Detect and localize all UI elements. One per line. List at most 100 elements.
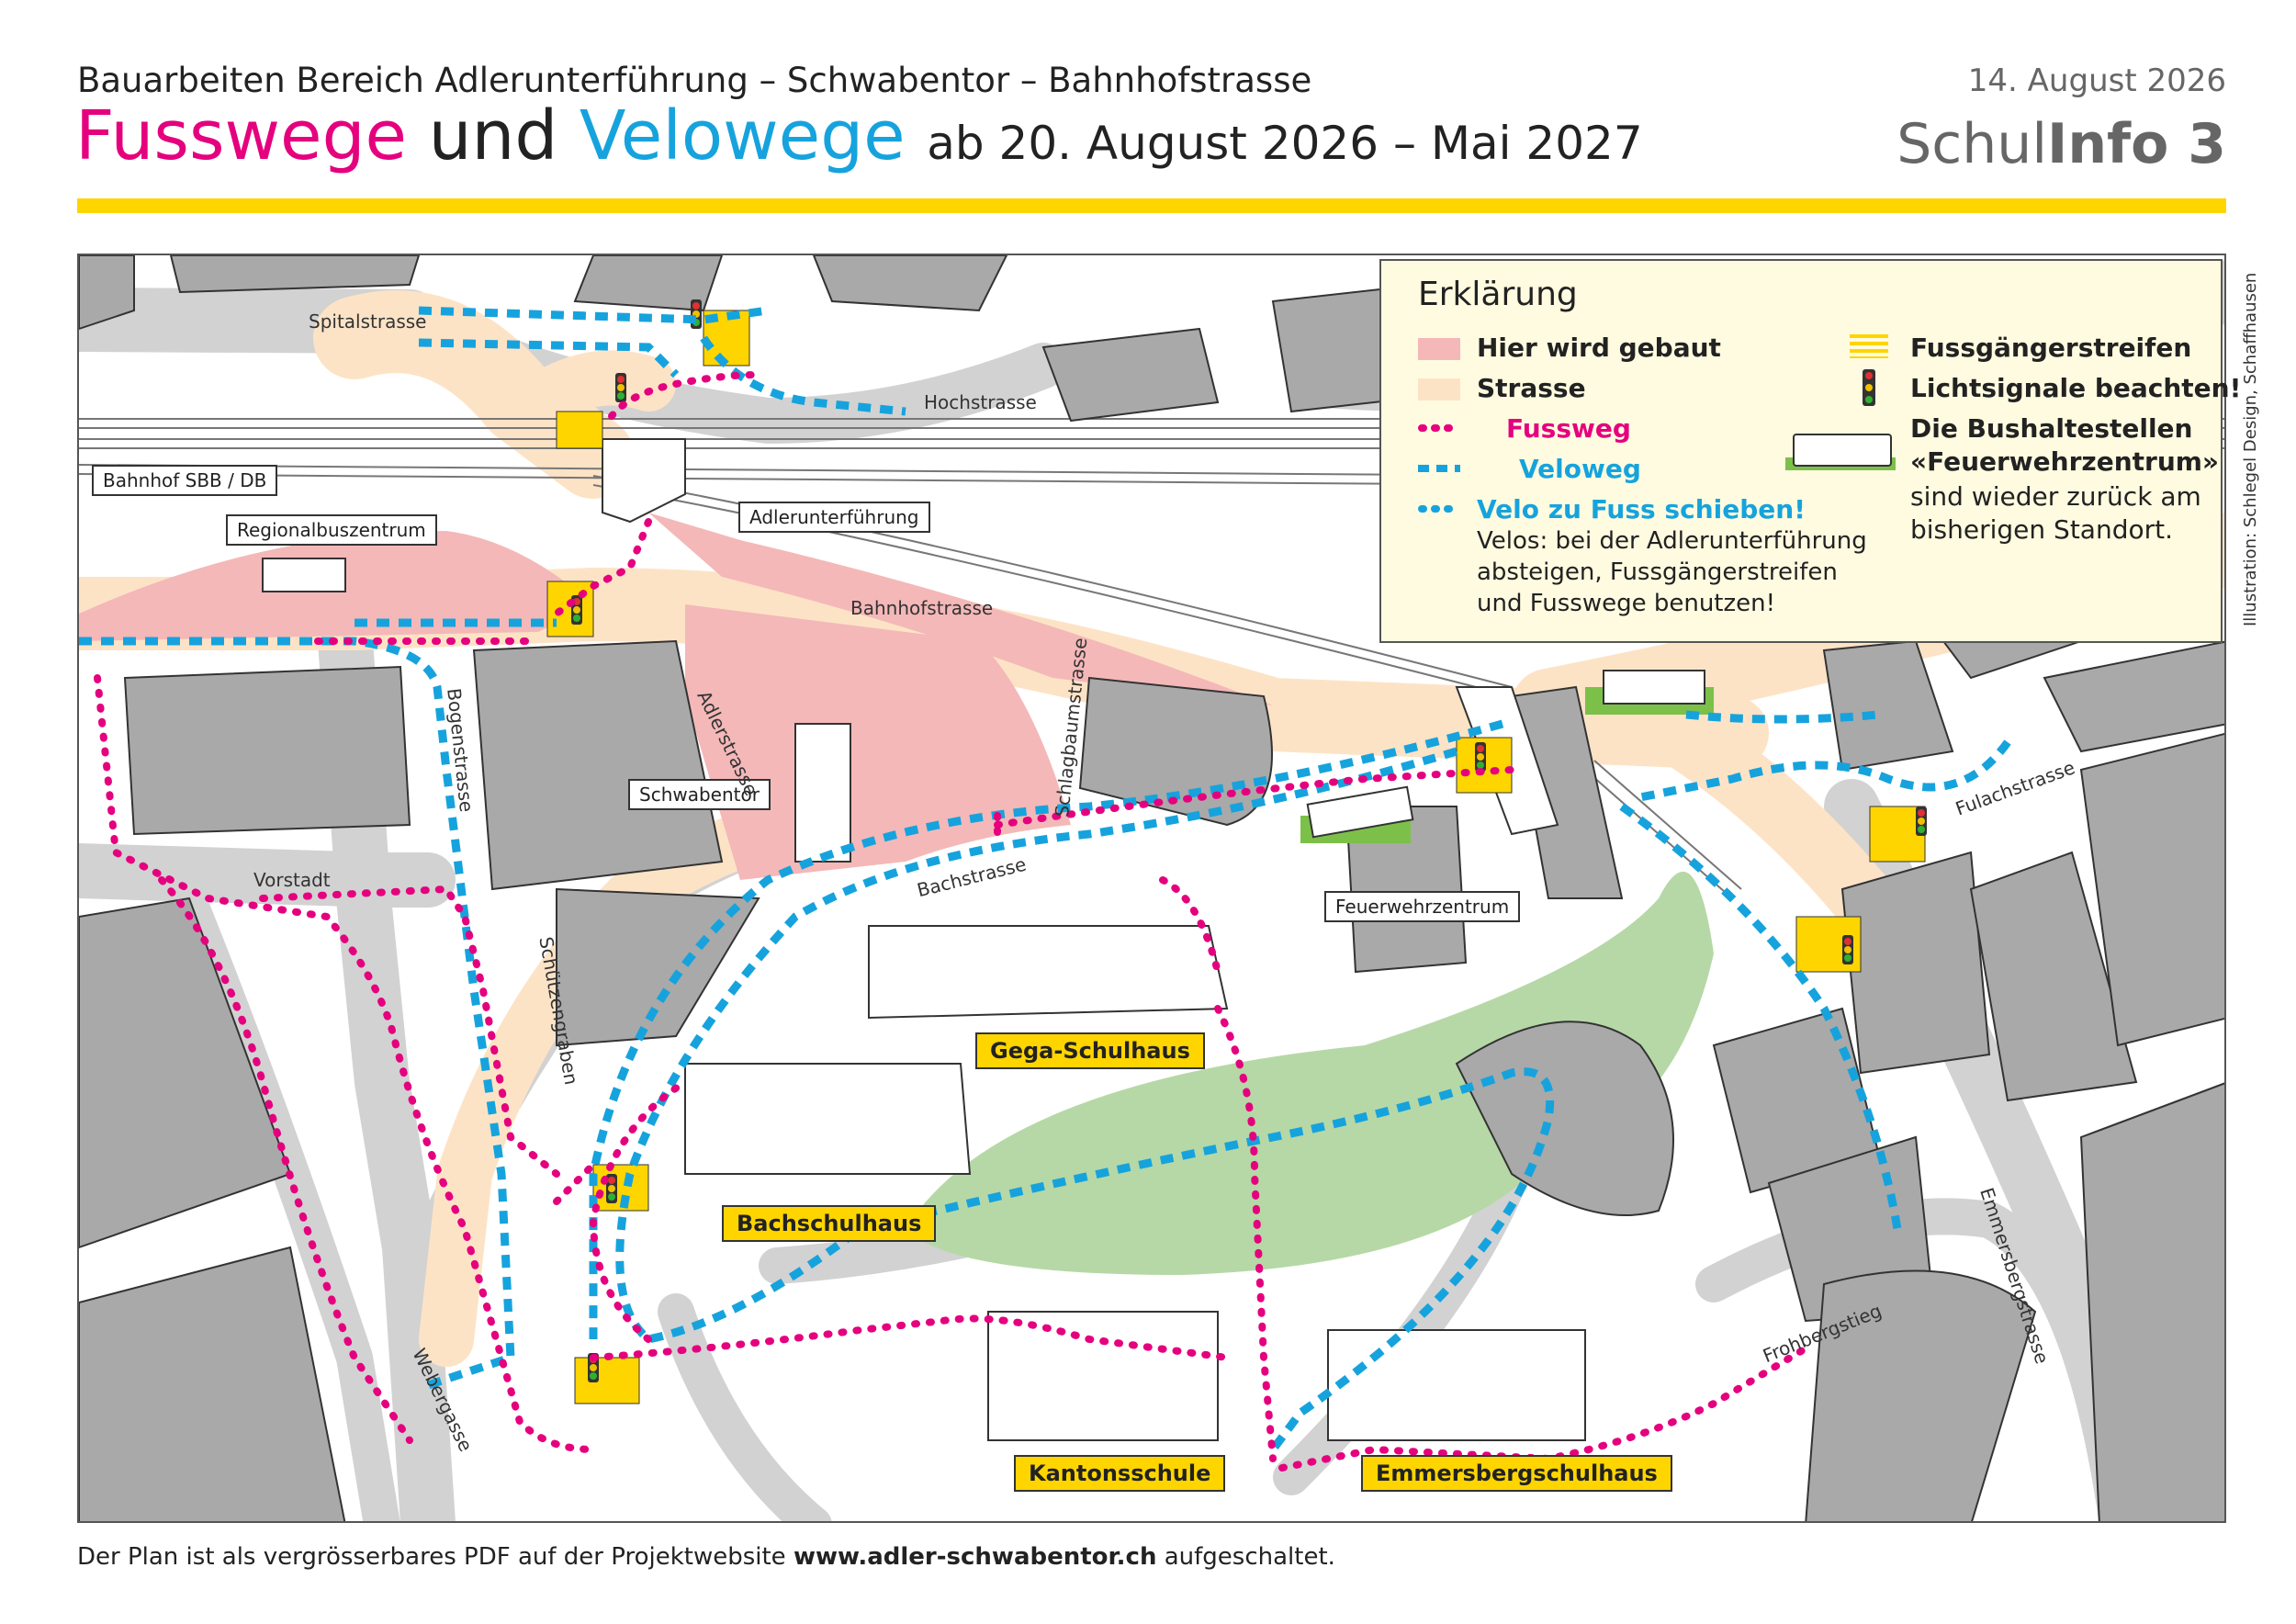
title-period: ab 20. August 2026 – Mai 2027 xyxy=(927,117,1643,170)
foot-bogen xyxy=(259,885,560,1178)
velo-bach-outer xyxy=(589,719,1504,1339)
building-g xyxy=(123,665,411,836)
building-s xyxy=(1969,851,2138,1102)
legend-construction-swatch xyxy=(1418,338,1460,360)
foot-bach xyxy=(553,1161,597,1205)
road-kanti xyxy=(658,1293,832,1521)
footer-before: Der Plan ist als vergrösserbares PDF auf… xyxy=(77,1543,786,1571)
school-buildings xyxy=(602,438,1586,1441)
construction-adler xyxy=(685,604,1071,880)
building-d xyxy=(79,255,135,331)
underpass-north xyxy=(602,438,686,524)
foot-west xyxy=(94,674,597,1453)
foot-underpass xyxy=(553,518,652,617)
footer-url[interactable]: www.adler-schwabentor.ch xyxy=(793,1543,1157,1571)
street-spitalstrasse: Spitalstrasse xyxy=(309,310,427,333)
crosswalk-2 xyxy=(556,411,603,449)
foot-feuerwehr xyxy=(994,766,1515,829)
doc-label: SchulInfo 3 xyxy=(1896,112,2226,176)
credit: Illustration: Schlegel Design, Schaffhau… xyxy=(2241,259,2268,626)
building-q xyxy=(1805,1269,2037,1521)
school-emmersberg: Emmersbergschulhaus xyxy=(1361,1455,1672,1492)
building-v xyxy=(2079,1082,2224,1521)
legend-bus-line4: bisherigen Standort. xyxy=(1910,514,2174,545)
legend-push-swatch xyxy=(1418,505,1460,513)
legend-push-line2: absteigen, Fussgängerstreifen xyxy=(1477,558,1838,586)
velo-fulach-2 xyxy=(1685,710,1880,724)
building-i xyxy=(1078,676,1273,827)
legend-bikepath: Veloweg xyxy=(1519,454,1641,484)
label-bahnhof: Bahnhof SBB / DB xyxy=(92,465,278,496)
street-vorstadt: Vorstadt xyxy=(253,869,331,891)
building-t xyxy=(2079,732,2224,1047)
gega-building xyxy=(868,925,1229,1020)
school-kanti: Kantonsschule xyxy=(1014,1455,1226,1492)
bus-feuerwehr xyxy=(1306,785,1414,839)
header-divider xyxy=(77,198,2226,213)
building-h xyxy=(472,639,724,891)
label-adlerunterfuehrung: Adlerunterführung xyxy=(738,502,930,533)
building-a xyxy=(169,255,421,294)
construction-areas xyxy=(79,513,1273,880)
bus-regional xyxy=(262,558,346,592)
emmersberg-building xyxy=(1327,1329,1586,1441)
foot-emmersberg xyxy=(1278,1345,1809,1472)
velo-fulach xyxy=(1639,739,2011,802)
subtitle: Bauarbeiten Bereich Adlerunterführung – … xyxy=(77,61,1312,100)
title-velowege: Velowege xyxy=(579,96,906,175)
legend-bus-line2: «Feuerwehrzentrum» xyxy=(1910,446,2220,477)
legend-bus-icon xyxy=(1785,430,1896,472)
title-und: und xyxy=(428,96,558,175)
street-hochstrasse: Hochstrasse xyxy=(924,391,1037,413)
building-j xyxy=(556,887,760,1047)
legend-push-title: Velo zu Fuss schieben! xyxy=(1477,494,1806,524)
foot-park-west xyxy=(589,1078,689,1343)
foot-south xyxy=(590,1314,1231,1361)
legend-footpath-swatch xyxy=(1418,424,1460,432)
legend-street-swatch xyxy=(1418,378,1460,400)
velo-paths xyxy=(79,306,2011,1452)
building-x xyxy=(1510,685,1624,899)
legend-signal: Lichtsignale beachten! xyxy=(1910,373,2242,403)
building-u xyxy=(2043,640,2224,753)
legend-signal-icon xyxy=(1863,369,1875,406)
school-gega: Gega-Schulhaus xyxy=(975,1032,1205,1069)
signal-7 xyxy=(606,1174,617,1203)
legend-footpath: Fussweg xyxy=(1506,413,1631,444)
legend-bikepath-swatch xyxy=(1418,465,1460,472)
label-schwabentor: Schwabentor xyxy=(628,779,771,810)
building-r xyxy=(1840,851,1991,1075)
velo-hoch xyxy=(700,335,906,416)
signal-4 xyxy=(1475,742,1486,772)
legend-bus-line1: Die Bushaltestellen xyxy=(1910,413,2193,444)
crosswalk-3 xyxy=(546,581,594,637)
signal-5 xyxy=(1916,806,1927,836)
legend-bus-line3: sind wieder zurück am xyxy=(1910,481,2201,512)
legend-construction: Hier wird gebaut xyxy=(1477,333,1721,363)
street-bahnhofstrasse: Bahnhofstrasse xyxy=(850,597,994,619)
foot-gega-right xyxy=(1159,876,1221,976)
legend-push-line1: Velos: bei der Adlerunterführung xyxy=(1477,527,1867,555)
label-feuerwehrzentrum: Feuerwehrzentrum xyxy=(1324,891,1521,922)
title-fusswege: Fusswege xyxy=(75,96,408,175)
signal-1 xyxy=(691,299,702,329)
signal-2 xyxy=(615,373,626,402)
schwabentor-tower xyxy=(794,723,851,863)
legend-push-line3: und Fusswege benutzen! xyxy=(1477,590,1776,617)
legend-crosswalk-swatch xyxy=(1850,334,1888,358)
velo-spital-low xyxy=(418,338,680,378)
velo-spital xyxy=(418,306,769,324)
velo-emmersberg xyxy=(1619,803,1902,1230)
building-c xyxy=(812,255,1008,312)
foot-paths xyxy=(94,371,1809,1472)
credit-text: Illustration: Schlegel Design, Schaffhau… xyxy=(2241,272,2260,626)
velo-park xyxy=(858,1067,1555,1452)
issue-date: 14. August 2026 xyxy=(1967,62,2226,99)
legend-street: Strasse xyxy=(1477,373,1586,403)
velo-bahnhof xyxy=(79,637,515,1390)
bus-fulach xyxy=(1603,670,1705,705)
legend-crosswalk: Fussgängerstreifen xyxy=(1910,333,2192,363)
legend: Erklärung Hier wird gebaut Strasse Fussw… xyxy=(1379,259,2241,643)
foot-vorstadt xyxy=(158,876,413,1444)
label-regionalbus: Regionalbuszentrum xyxy=(226,514,437,546)
